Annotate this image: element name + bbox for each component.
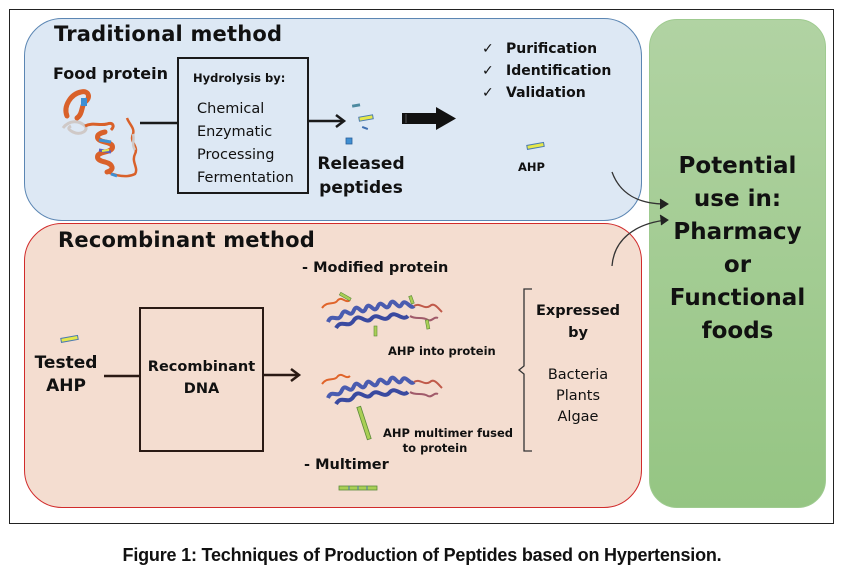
- food-protein-label: Food protein: [53, 64, 168, 83]
- recombinant-method-title: Recombinant method: [58, 228, 315, 252]
- food-protein-structure-icon: [61, 89, 138, 178]
- validation-step: ✓Validation: [482, 82, 611, 104]
- ahp-multimer-fused-caption: AHP multimer fused to protein: [383, 426, 514, 455]
- multimer-heading: - Multimer: [304, 457, 389, 473]
- ahp-peptide-icon: [526, 141, 545, 150]
- expression-host: Plants: [555, 388, 601, 404]
- released-peptides-icon: [345, 103, 374, 145]
- released-peptides-label: Released peptides: [317, 154, 405, 198]
- hydrolysis-method: Enzymatic: [197, 124, 273, 140]
- tested-ahp-peptide-icon: [60, 334, 79, 343]
- hydrolysis-methods-list: Chemical Enzymatic Processing Fermentati…: [197, 98, 294, 190]
- hydrolysis-box: [177, 57, 309, 194]
- potential-use-panel: [649, 19, 826, 508]
- hydrolysis-method: Chemical: [197, 101, 265, 117]
- multimer-peptide-icon: [338, 485, 378, 491]
- fused-protein-structure-icon: [321, 373, 443, 441]
- arrow-to-products: [263, 368, 302, 382]
- arrow-to-released-peptides: [308, 114, 347, 128]
- modified-protein-structure-icon: [321, 291, 443, 337]
- modified-protein-heading: - Modified protein: [302, 260, 449, 276]
- ahp-into-protein-caption: AHP into protein: [388, 344, 496, 358]
- traditional-to-use-arrow: [611, 171, 669, 210]
- hydrolysis-method: Processing: [197, 147, 275, 163]
- arrow-to-hydrolysis: [140, 121, 178, 125]
- arrow-to-recombinant-dna: [104, 374, 140, 378]
- expressed-by-bracket: [517, 288, 532, 452]
- potential-use-text: Potential use in: Pharmacy or Functional…: [669, 153, 806, 344]
- checkmark-icon: ✓: [482, 63, 494, 79]
- recombinant-method-panel: [24, 223, 642, 508]
- validation-step: ✓Identification: [482, 60, 611, 82]
- validation-step: ✓Purification: [482, 38, 611, 60]
- expression-host: Algae: [557, 409, 599, 425]
- ahp-label: AHP: [518, 160, 545, 174]
- checkmark-icon: ✓: [482, 41, 494, 57]
- recombinant-to-use-arrow: [611, 214, 669, 267]
- figure-caption: Figure 1: Techniques of Production of Pe…: [122, 545, 722, 565]
- recombinant-dna-label: Recombinant DNA: [147, 359, 256, 397]
- expressed-by-heading: Expressed by: [535, 303, 621, 341]
- hydrolysis-method: Fermentation: [197, 170, 294, 186]
- validation-steps-list: ✓Purification ✓Identification ✓Validatio…: [482, 38, 611, 104]
- expression-hosts-list: Bacteria Plants Algae: [532, 365, 624, 428]
- hydrolysis-heading: Hydrolysis by:: [193, 71, 286, 85]
- checkmark-icon: ✓: [482, 85, 494, 101]
- expression-host: Bacteria: [547, 367, 609, 383]
- recombinant-dna-box: [139, 307, 264, 452]
- traditional-method-title: Traditional method: [54, 22, 283, 46]
- purification-arrow: [402, 107, 456, 130]
- tested-ahp-label: Tested AHP: [34, 353, 98, 396]
